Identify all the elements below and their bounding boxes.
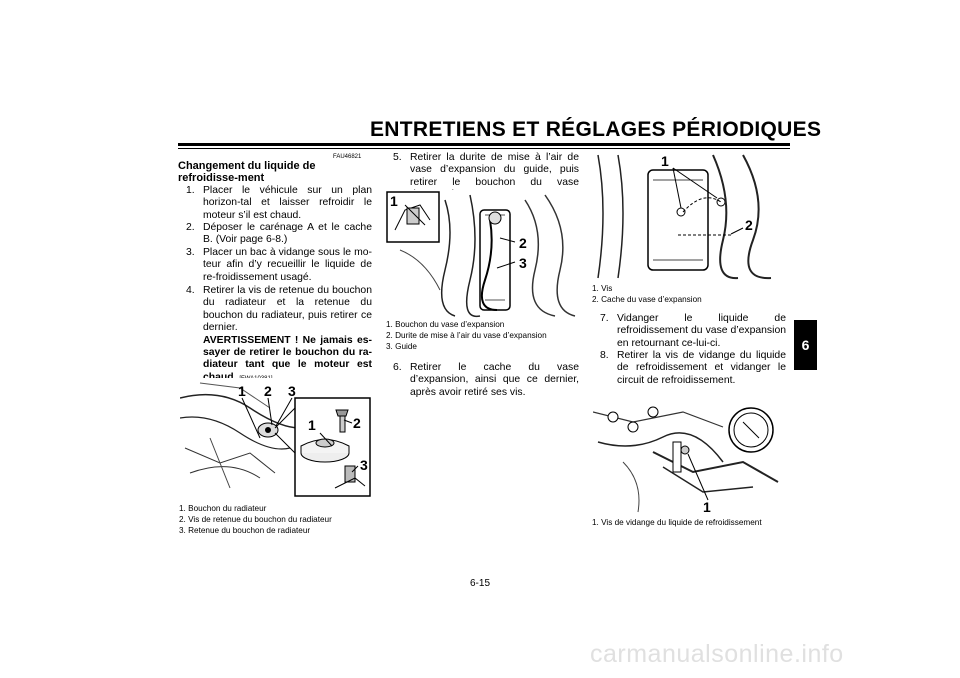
step-4: 4. Retirer la vis de retenue du bouchon … [186,285,372,385]
step-number: 5. [393,152,402,163]
radiator-cap-illustration: 1 2 3 1 2 3 [180,378,374,498]
caption-item: 1. Bouchon du vase d’expansion [386,320,505,329]
callout-3: 3 [519,255,527,271]
section-title: Changement du liquide de refroidisse-men… [178,160,316,184]
step-number: 8. [600,350,609,361]
caption-list-right-bottom: 1. Vis de vidange du liquide de refroidi… [592,517,792,528]
step-text: Retirer le cache du vase d’expansion, ai… [410,362,579,398]
step-text: Placer un bac à vidange sous le mo-teur … [203,247,372,283]
caption-item: 3. Retenue du bouchon de radiateur [179,526,311,535]
caption-item: 1. Bouchon du radiateur [179,504,267,513]
caption-item: 2. Durite de mise à l’air du vase d’expa… [386,331,547,340]
step-6: 6. Retirer le cache du vase d’expansion,… [393,362,579,399]
callout-1-inset: 1 [308,417,316,433]
step-text: Retirer la vis de retenue du bouchon du … [203,285,372,334]
watermark: carmanualsonline.info [590,640,844,668]
step-number: 4. [186,285,195,296]
header-rule-thin [178,148,790,149]
step-number: 7. [600,313,609,324]
callout-3: 3 [288,383,296,399]
caption-list-middle: 1. Bouchon du vase d’expansion 2. Durite… [386,319,586,352]
header-rule-thick [178,143,790,146]
step-text: Placer le véhicule sur un plan horizon-t… [203,185,372,221]
expansion-tank-illustration: 1 2 3 [385,190,579,318]
callout-2: 2 [519,235,527,251]
caption-item: 3. Guide [386,342,417,351]
step-7: 7. Vidanger le liquide de refroidissemen… [600,313,786,350]
callout-2: 2 [745,217,753,233]
caption-item: 1. Vis de vidange du liquide de refroidi… [592,518,762,527]
callout-1: 1 [238,383,246,399]
page-title: ENTRETIENS ET RÉGLAGES PÉRIODIQUES [370,118,822,141]
drain-bolt-illustration: 1 [593,392,783,514]
caption-item: 2. Vis de retenue du bouchon du radiateu… [179,515,332,524]
step-2: 2. Déposer le carénage A et le cache B. … [186,222,372,247]
callout-3-inset: 3 [360,457,368,473]
callout-1: 1 [703,499,711,514]
section-code: FAU46821 [333,154,362,160]
callout-2-inset: 2 [353,415,361,431]
callout-1: 1 [661,153,669,169]
warning-text: AVERTISSEMENT ! Ne jamais es-sayer de re… [203,334,372,383]
step-3: 3. Placer un bac à vidange sous le mo-te… [186,247,372,284]
step-8: 8. Retirer la vis de vidange du liquide … [600,350,786,387]
step-text: Déposer le carénage A et le cache B. (Vo… [203,222,372,246]
expansion-cover-illustration: 1 2 [593,150,783,280]
caption-list-left: 1. Bouchon du radiateur 2. Vis de retenu… [179,503,379,536]
chapter-tab[interactable]: 6 [794,320,817,370]
callout-2: 2 [264,383,272,399]
step-1: 1. Placer le véhicule sur un plan horizo… [186,185,372,222]
step-number: 1. [186,185,195,196]
step-text: Vidanger le liquide de refroidissement d… [617,313,786,349]
callout-1: 1 [390,193,398,209]
step-number: 6. [393,362,402,373]
step-number: 3. [186,247,195,258]
step-text: Retirer la vis de vidange du liquide de … [617,350,786,386]
page-number: 6-15 [469,578,490,589]
caption-item: 1. Vis [592,284,613,293]
caption-item: 2. Cache du vase d’expansion [592,295,702,304]
caption-list-right-top: 1. Vis 2. Cache du vase d’expansion [592,283,792,305]
step-number: 2. [186,222,195,233]
